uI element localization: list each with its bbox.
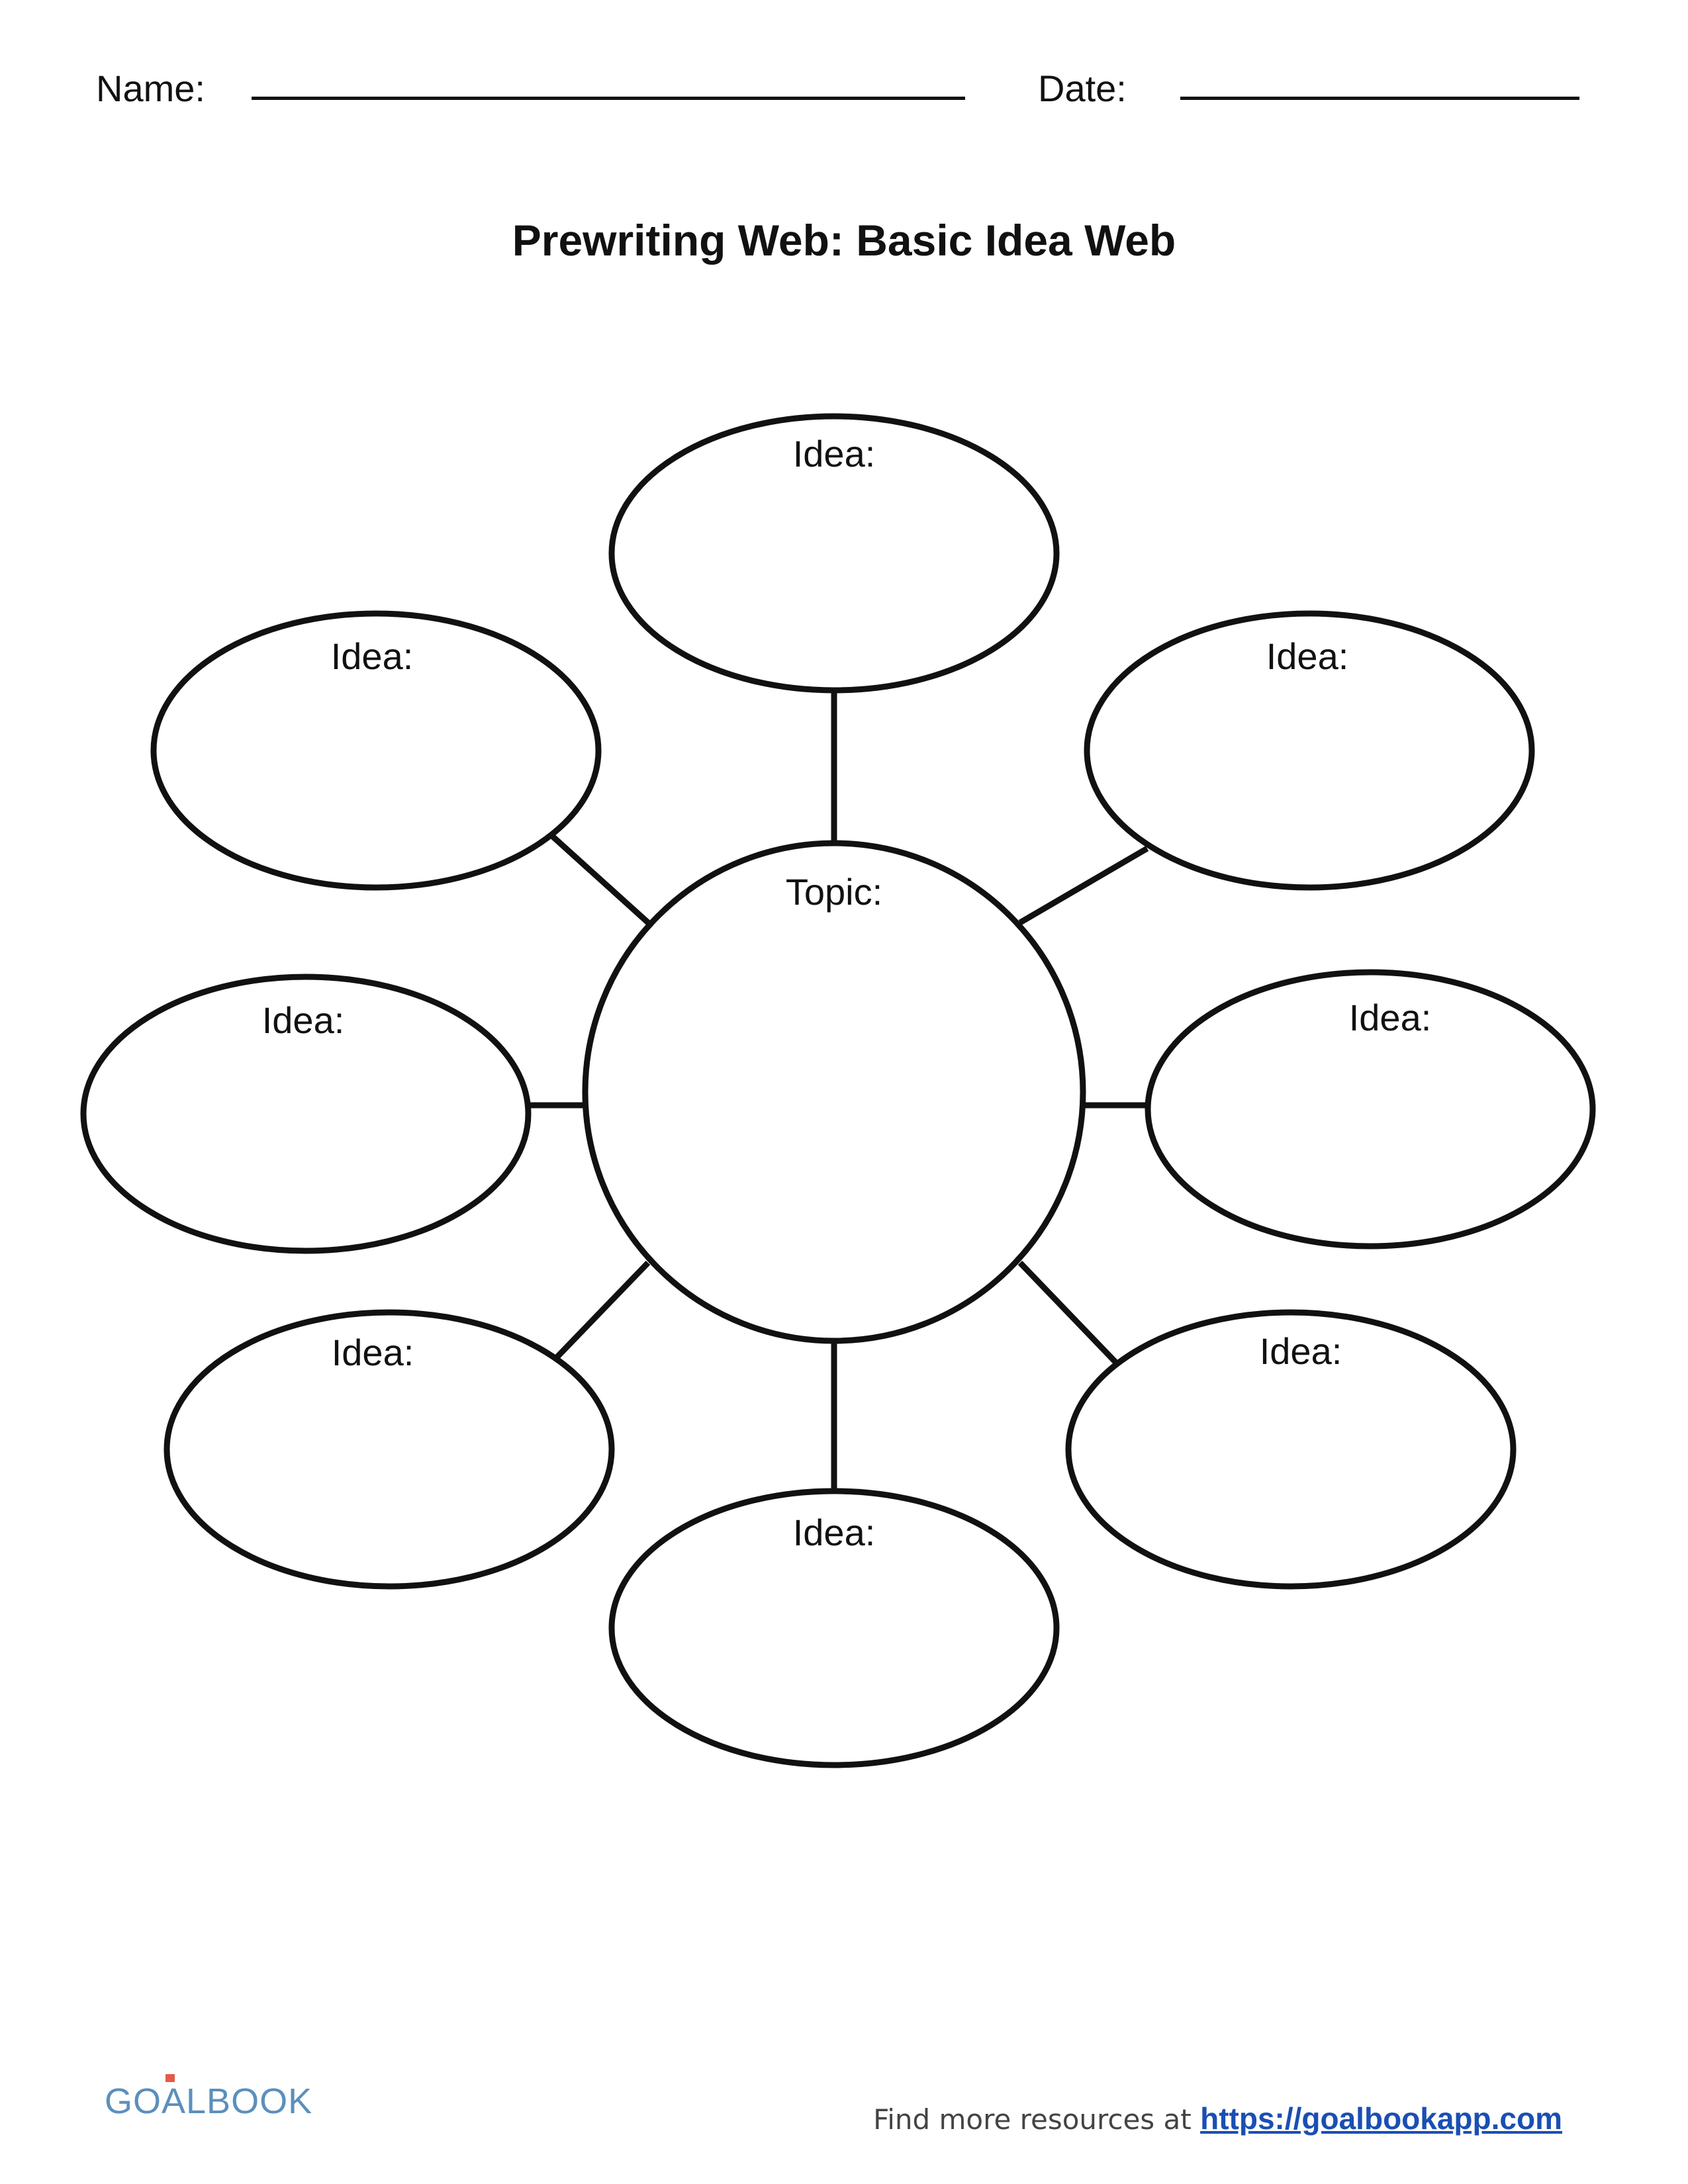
- connector-upper-right: [1018, 846, 1149, 925]
- idea-label-bottom: Idea:: [793, 1512, 876, 1553]
- idea-bubble-top[interactable]: [608, 413, 1060, 694]
- idea-bubble-upper-right[interactable]: [1084, 610, 1535, 891]
- date-label: Date:: [1038, 68, 1127, 109]
- name-line[interactable]: [252, 97, 965, 100]
- page-title: Prewriting Web: Basic Idea Web: [512, 216, 1176, 265]
- idea-label-right: Idea:: [1349, 997, 1432, 1038]
- goalbook-logo: GOALBOOK: [105, 2074, 313, 2121]
- idea-label-upper-right: Idea:: [1266, 635, 1349, 677]
- idea-bubble-lower-right[interactable]: [1065, 1309, 1517, 1590]
- connector-lower-right: [1017, 1260, 1119, 1366]
- goalbook-link[interactable]: https://goalbookapp.com: [1200, 2101, 1562, 2136]
- idea-bubble-bottom[interactable]: [608, 1488, 1060, 1768]
- footer-text: Find more resources at: [873, 2103, 1192, 2136]
- idea-bubble-right[interactable]: [1145, 969, 1596, 1250]
- idea-bubble-upper-left[interactable]: [150, 610, 602, 891]
- date-line[interactable]: [1180, 97, 1579, 100]
- idea-label-upper-left: Idea:: [331, 635, 414, 677]
- idea-label-lower-left: Idea:: [332, 1332, 414, 1373]
- topic-label: Topic:: [786, 871, 882, 913]
- connector-upper-left: [550, 834, 651, 925]
- connector-lower-left: [555, 1260, 651, 1359]
- logo-text: GOALBOOK: [105, 2081, 313, 2121]
- flag-icon: [165, 2074, 175, 2082]
- footer-resources: Find more resources at https://goalbooka…: [873, 2103, 1562, 2134]
- idea-label-lower-right: Idea:: [1260, 1330, 1342, 1372]
- idea-label-left: Idea:: [262, 999, 345, 1041]
- idea-bubble-lower-left[interactable]: [164, 1309, 615, 1590]
- idea-label-top: Idea:: [793, 433, 876, 475]
- topic-circle[interactable]: [582, 840, 1086, 1344]
- idea-bubble-left[interactable]: [80, 974, 532, 1254]
- name-label: Name:: [96, 68, 205, 109]
